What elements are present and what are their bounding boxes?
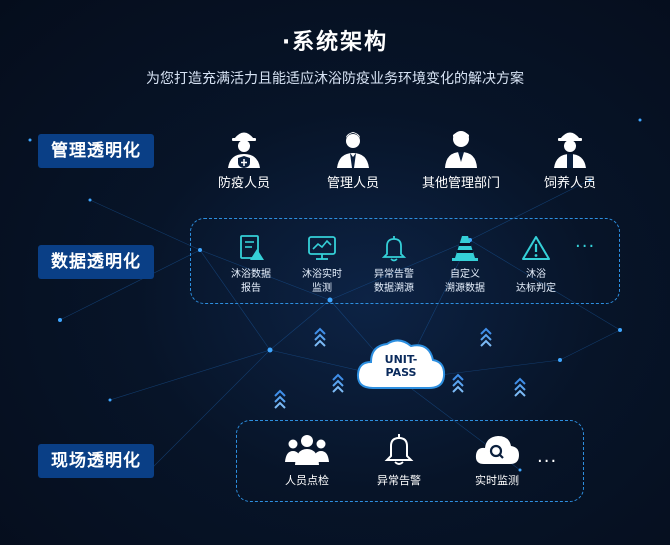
monitor-icon (308, 236, 336, 260)
data-layer-box (190, 218, 620, 304)
personnel-item-breeder: 饲养人员 (515, 124, 625, 191)
field-item-alarm: 异常告警 (354, 432, 444, 488)
up-arrow-icon (480, 328, 492, 347)
personnel-item-manager: 管理人员 (298, 124, 408, 191)
bell-icon (384, 434, 414, 465)
data-item-custom: 自定义 溯源数据 (429, 234, 501, 296)
up-arrow-icon (514, 378, 526, 397)
personnel-label: 其他管理部门 (421, 176, 500, 191)
page-title: ·系统架构 (281, 30, 389, 55)
field-layer-box (236, 420, 584, 502)
up-arrow-icon (314, 328, 326, 347)
personnel-item-department: 其他管理部门 (406, 124, 516, 191)
data-item-report: 沐浴数据 报告 (215, 234, 287, 296)
field-more-dots: ... (537, 446, 558, 467)
row-label-management: 管理透明化 (38, 134, 154, 168)
personnel-label: 管理人员 (326, 176, 379, 191)
department-icon (445, 131, 477, 168)
personnel-label: 饲养人员 (543, 176, 596, 191)
manager-icon (337, 132, 369, 168)
page-subtitle: 为您打造充满活力且能适应沐浴防疫业务环境变化的解决方案 (146, 71, 524, 87)
group-icon (285, 435, 329, 465)
bell-icon (381, 236, 407, 262)
report-icon (240, 235, 264, 260)
up-arrow-icon (332, 374, 344, 393)
cloud-search-icon (475, 436, 519, 464)
personnel-item-epidemic: 防疫人员 (189, 124, 299, 191)
data-item-compliance: 沐浴 达标判定 (500, 234, 572, 296)
personnel-label: 防疫人员 (217, 176, 270, 191)
up-arrow-icon (452, 374, 464, 393)
breeder-icon (554, 132, 586, 168)
row-label-field: 现场透明化 (38, 444, 154, 478)
field-item-personnel-check: 人员点检 (262, 432, 352, 488)
cloud-label: UNIT- PASS (384, 353, 418, 379)
unit-pass-cloud-icon (356, 339, 446, 389)
traffic-cone-icon (452, 236, 478, 261)
data-more-dots: ··· (575, 236, 596, 257)
worker-shield-icon (228, 132, 260, 168)
warning-icon (522, 236, 550, 260)
data-item-monitor: 沐浴实时 监测 (286, 234, 358, 296)
data-item-alarm: 异常告警 数据溯源 (358, 234, 430, 296)
up-arrow-icon (274, 390, 286, 409)
field-item-realtime: 实时监测 (452, 432, 542, 488)
row-label-data: 数据透明化 (38, 245, 154, 279)
